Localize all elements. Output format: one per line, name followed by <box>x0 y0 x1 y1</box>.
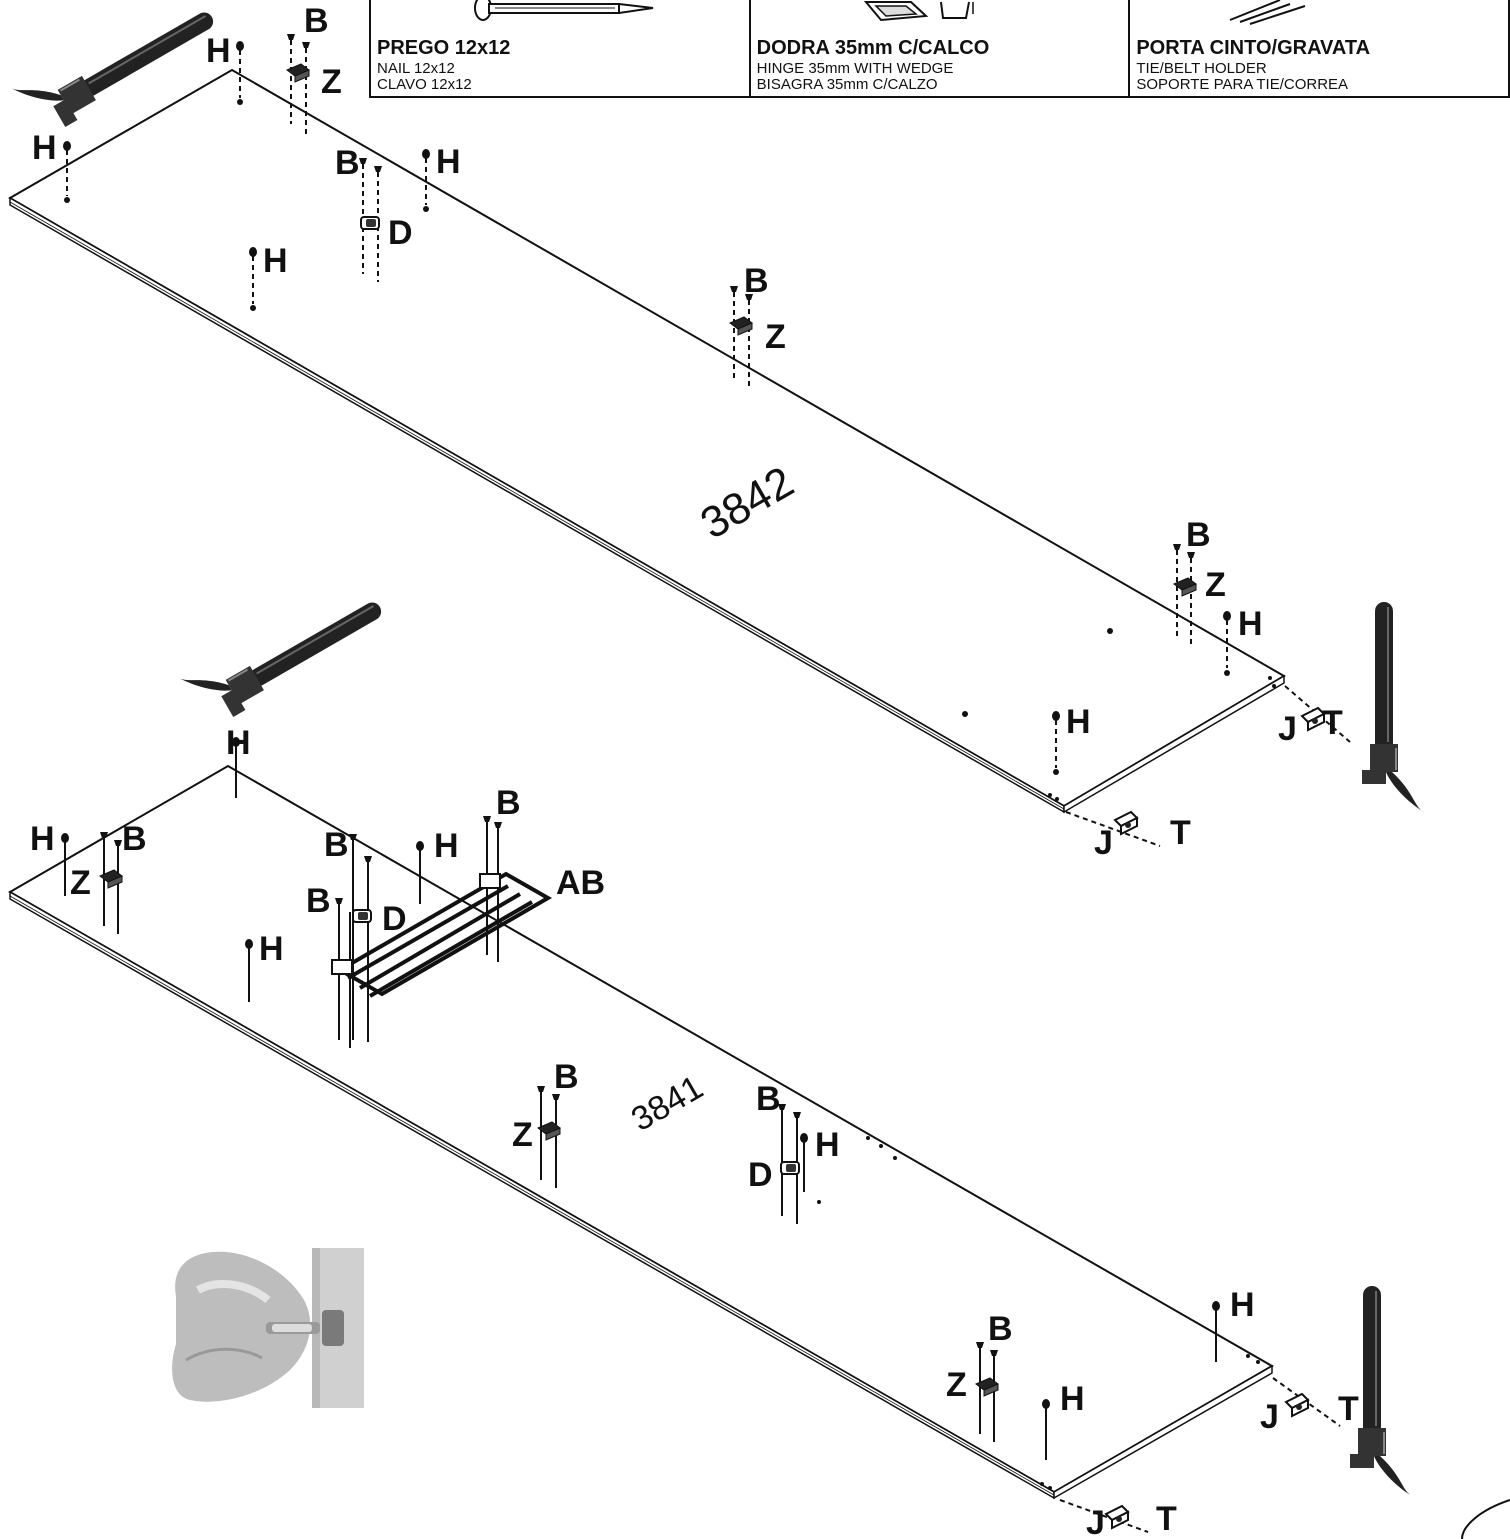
legend-line-en: NAIL 12x12 <box>377 60 455 77</box>
label-b: B <box>306 882 331 920</box>
label-z: Z <box>765 318 786 356</box>
label-j: J <box>1086 1504 1105 1539</box>
label-b: B <box>744 262 769 300</box>
legend-line-es: CLAVO 12x12 <box>377 76 472 93</box>
legend-line-en: HINGE 35mm WITH WEDGE <box>756 60 954 77</box>
label-h: H <box>1060 1380 1085 1418</box>
label-d: D <box>748 1156 773 1194</box>
hinge-icon <box>863 1 974 22</box>
hammer-icon <box>1258 1258 1504 1524</box>
hand-screwdriver-photo <box>172 1248 364 1408</box>
label-t: T <box>1170 814 1191 852</box>
top-hardware: H B Z H B H D H B Z B Z H H J T J T <box>32 2 1351 862</box>
legend-item-nail: PREGO 12x12 NAIL 12x12 CLAVO 12x12 <box>371 0 751 96</box>
parts-legend: PREGO 12x12 NAIL 12x12 CLAVO 12x12 DODRA… <box>369 0 1510 98</box>
label-ab: AB <box>556 864 605 902</box>
label-d: D <box>388 214 413 252</box>
label-z: Z <box>1205 566 1226 604</box>
label-h: H <box>259 930 284 968</box>
label-t: T <box>1322 704 1343 742</box>
label-z: Z <box>512 1116 533 1154</box>
page-edge-arc <box>1461 1499 1510 1539</box>
legend-line-en: TIE/BELT HOLDER <box>1136 60 1267 77</box>
label-h: H <box>1066 703 1091 741</box>
hammer-icon <box>1270 574 1510 840</box>
label-h: H <box>206 32 231 70</box>
label-h: H <box>434 827 459 865</box>
nail-icon <box>474 0 654 21</box>
bottom-hardware: H B H B Z B H AB B D H B Z B H D H B Z H… <box>30 724 1359 1539</box>
legend-item-tie-holder: PORTA CINTO/GRAVATA TIE/BELT HOLDER SOPO… <box>1130 0 1508 96</box>
label-b: B <box>496 784 521 822</box>
label-b: B <box>1186 516 1211 554</box>
label-h: H <box>32 129 57 167</box>
tie-holder-icon <box>1229 0 1306 25</box>
label-h: H <box>436 143 461 181</box>
label-b: B <box>335 144 360 182</box>
label-b: B <box>554 1058 579 1096</box>
legend-title: DODRA 35mm C/CALCO <box>756 37 990 59</box>
legend-title: PORTA CINTO/GRAVATA <box>1136 37 1371 59</box>
label-b: B <box>756 1080 781 1118</box>
panel-top: 3842 <box>7 68 1286 814</box>
label-j: J <box>1260 1398 1279 1436</box>
label-b: B <box>324 826 349 864</box>
label-b: B <box>122 820 147 858</box>
label-t: T <box>1156 1500 1177 1538</box>
label-j: J <box>1278 710 1297 748</box>
label-h: H <box>226 724 251 762</box>
label-h: H <box>30 820 55 858</box>
label-b: B <box>988 1310 1013 1348</box>
label-h: H <box>1230 1286 1255 1324</box>
legend-line-es: BISAGRA 35mm C/CALZO <box>756 76 938 93</box>
legend-item-hinge: DODRA 35mm C/CALCO HINGE 35mm WITH WEDGE… <box>751 0 1131 96</box>
label-z: Z <box>946 1366 967 1404</box>
label-d: D <box>382 900 407 938</box>
legend-title: PREGO 12x12 <box>377 37 511 59</box>
label-h: H <box>815 1126 840 1164</box>
label-j: J <box>1094 824 1113 862</box>
label-h: H <box>263 242 288 280</box>
panel-bottom: 3841 <box>7 764 1275 1500</box>
legend-line-es: SOPORTE PARA TIE/CORREA <box>1136 76 1349 93</box>
label-h: H <box>1238 605 1263 643</box>
hammer-icon <box>177 571 392 733</box>
tie-belt-holder-ab <box>331 871 553 998</box>
label-b: B <box>304 2 329 40</box>
label-z: Z <box>321 63 342 101</box>
label-t: T <box>1338 1390 1359 1428</box>
label-z: Z <box>70 864 91 902</box>
